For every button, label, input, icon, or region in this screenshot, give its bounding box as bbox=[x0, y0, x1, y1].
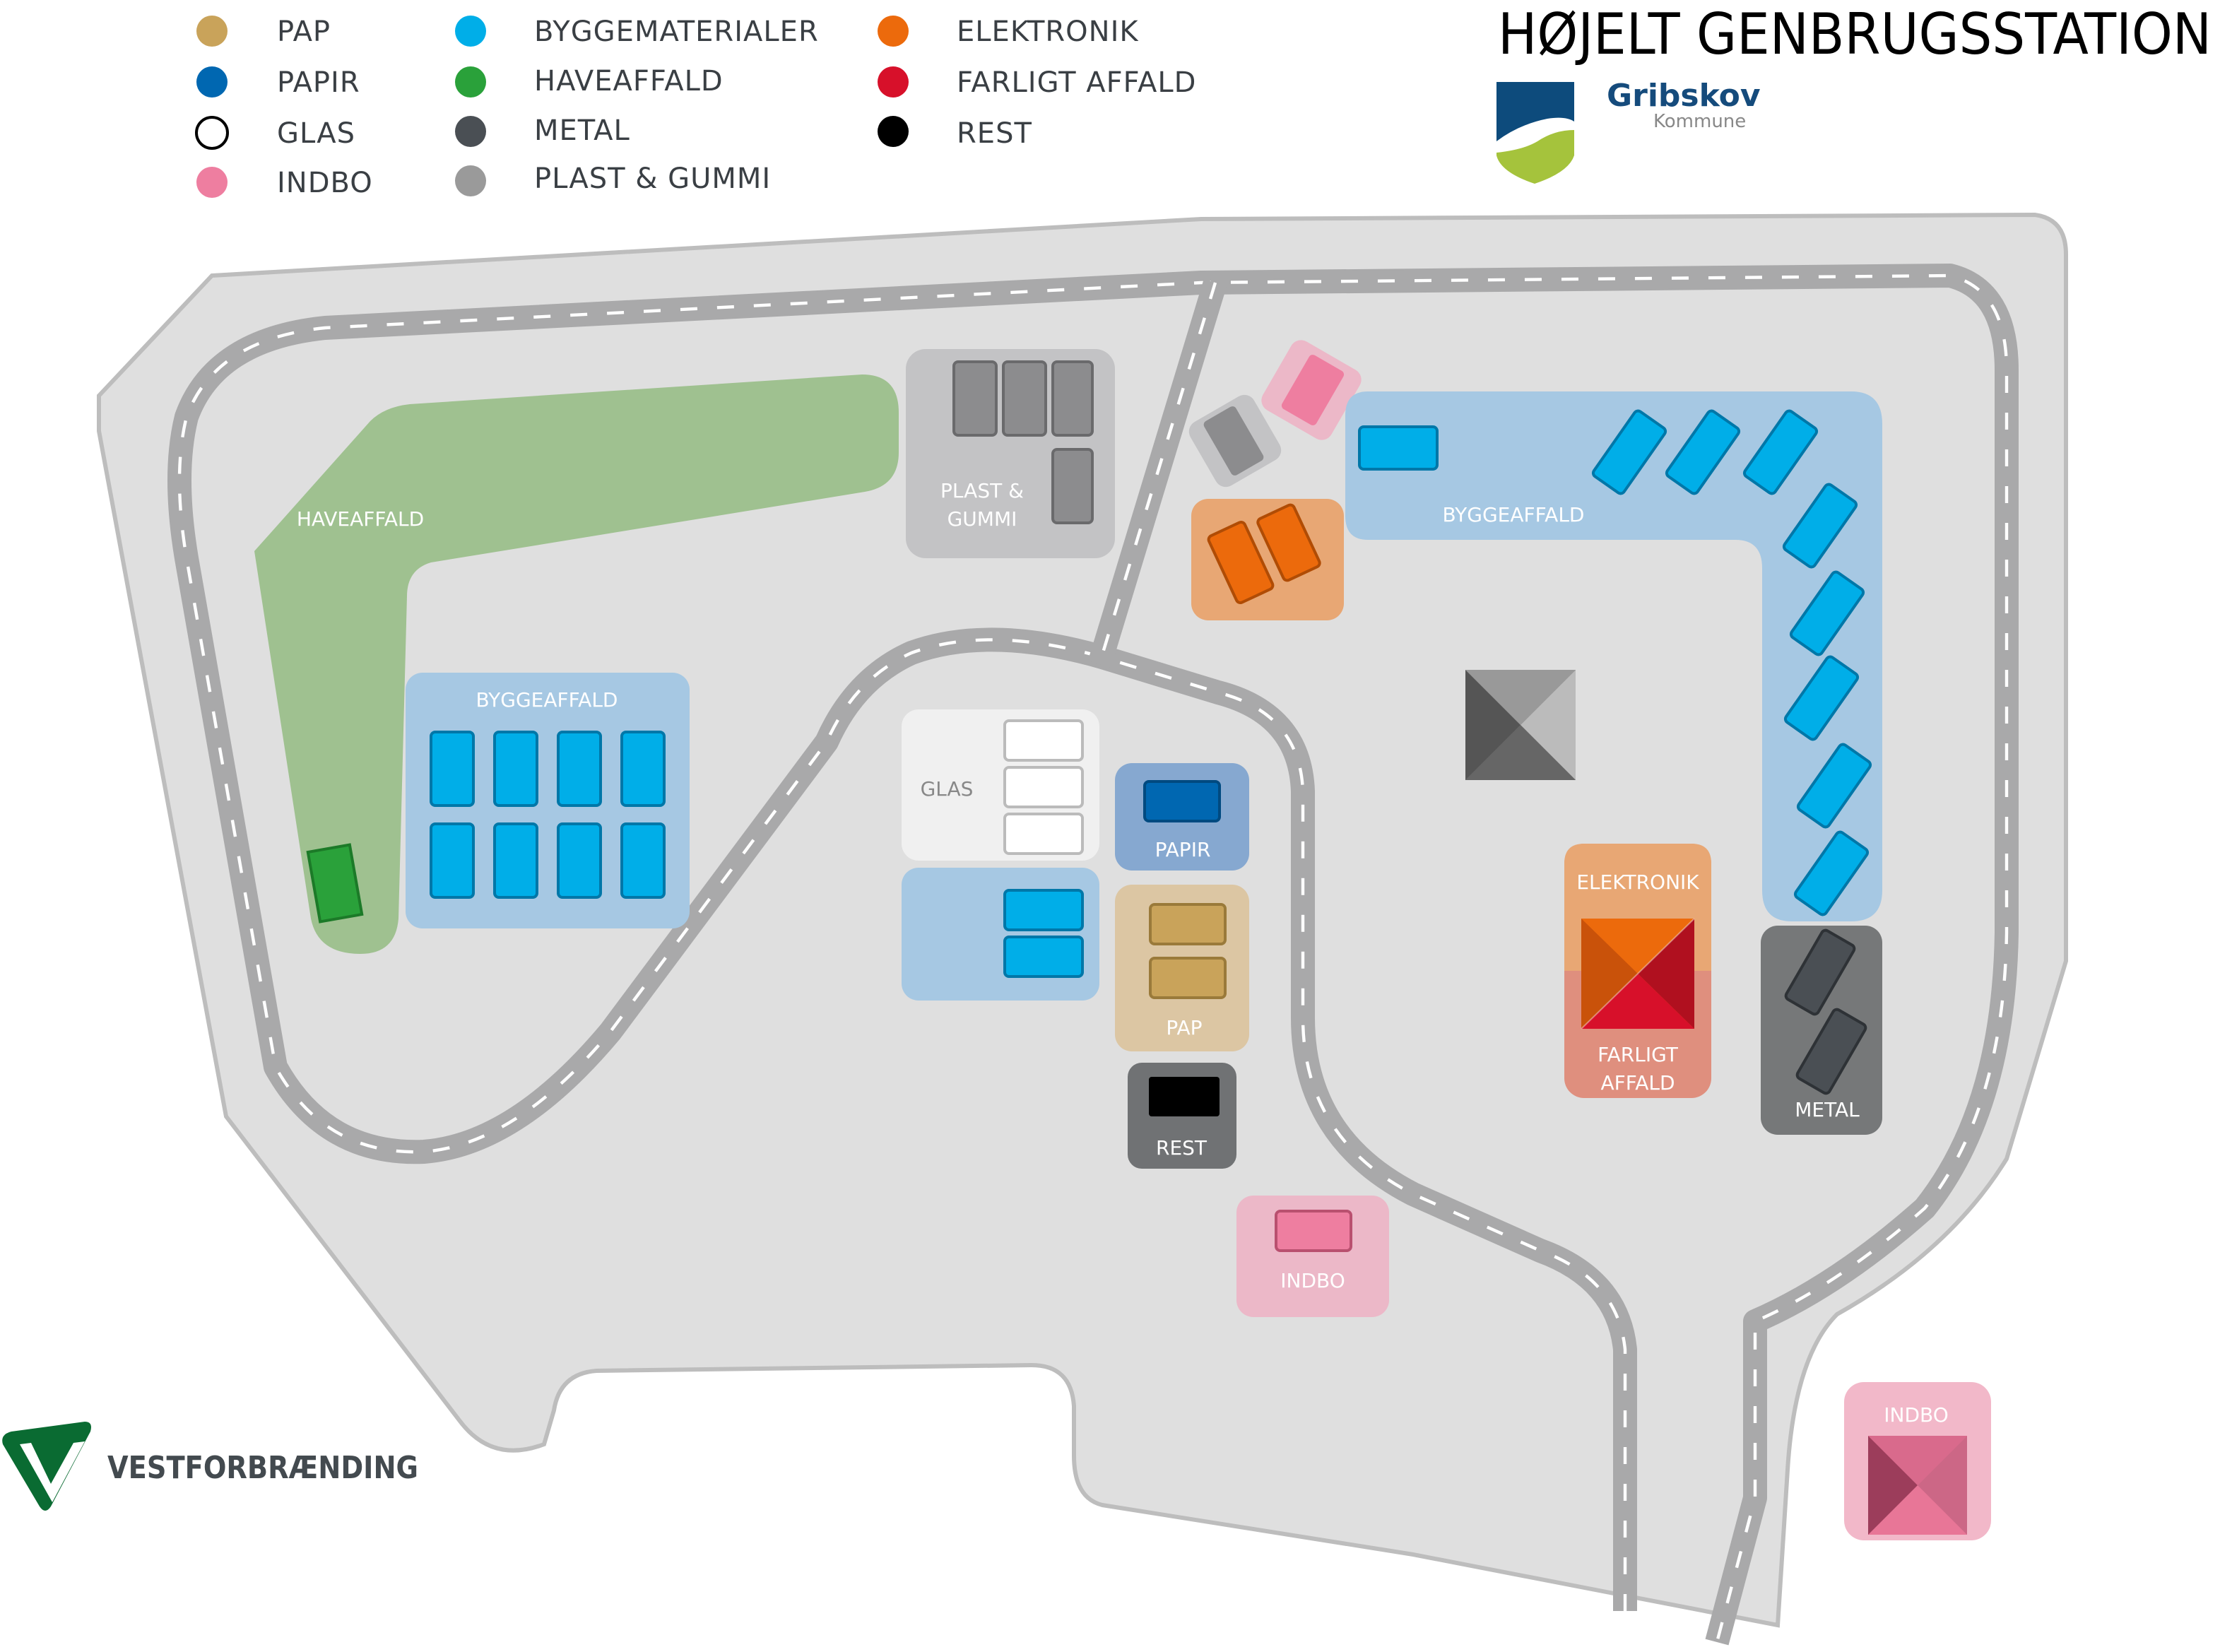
municipality-name: Gribskov bbox=[1607, 78, 1761, 114]
zone-label: PLAST & bbox=[940, 479, 1024, 502]
zone-label: INDBO bbox=[1884, 1403, 1949, 1427]
zone-glas[interactable]: GLAS bbox=[902, 709, 1099, 861]
zone-metal[interactable]: METAL bbox=[1761, 926, 1882, 1135]
roads bbox=[167, 264, 2019, 1646]
zone-elektronik-farligt[interactable]: ELEKTRONIK FARLIGT AFFALD bbox=[1564, 844, 1711, 1098]
zone-rest[interactable]: REST bbox=[1128, 1063, 1236, 1169]
zone-papir[interactable]: PAPIR bbox=[1115, 763, 1249, 871]
building-hazard-icon bbox=[1581, 918, 1695, 1029]
zone-label: ELEKTRONIK bbox=[1576, 871, 1699, 894]
page-title: HØJELT GENBRUGSSTATION bbox=[1498, 1, 2212, 67]
legend-label: PAPIR bbox=[277, 66, 360, 99]
zone-label: INDBO bbox=[1280, 1269, 1345, 1292]
small-pad-plast bbox=[1188, 394, 1282, 488]
legend-label: HAVEAFFALD bbox=[534, 65, 724, 98]
legend-label: INDBO bbox=[277, 167, 373, 199]
container-icon bbox=[306, 843, 364, 924]
zone-plast-gummi[interactable]: PLAST & GUMMI bbox=[906, 349, 1115, 558]
zone-elektronik-small[interactable] bbox=[1191, 499, 1344, 620]
legend-label: FARLIGT AFFALD bbox=[957, 66, 1196, 99]
legend-dot-indbo bbox=[196, 167, 228, 198]
zone-label: GUMMI bbox=[947, 507, 1017, 531]
legend-dot-glas bbox=[195, 116, 229, 150]
zone-blue-pad[interactable] bbox=[902, 868, 1099, 1001]
zone-label: AFFALD bbox=[1600, 1071, 1675, 1095]
container-group bbox=[430, 731, 666, 899]
legend-dot-pap bbox=[196, 16, 228, 47]
legend-label: METAL bbox=[534, 114, 630, 147]
legend-dot-elektronik bbox=[878, 16, 909, 47]
legend-dot-plast bbox=[455, 165, 486, 196]
legend-dot-papir bbox=[196, 66, 228, 98]
vestforbraending-logo: VESTFORBRÆNDING bbox=[2, 1422, 418, 1511]
zone-label: REST bbox=[1156, 1136, 1208, 1160]
legend-label: BYGGEMATERIALER bbox=[534, 16, 819, 48]
zone-label: PAP bbox=[1166, 1016, 1202, 1039]
zone-label: BYGGEAFFALD bbox=[1443, 503, 1585, 526]
zone-label: BYGGEAFFALD bbox=[476, 688, 618, 712]
legend-label: GLAS bbox=[277, 117, 355, 150]
operator-name: VESTFORBRÆNDING bbox=[107, 1450, 418, 1486]
zone-haveaffald[interactable]: HAVEAFFALD bbox=[254, 374, 899, 954]
legend-dot-rest bbox=[878, 116, 909, 147]
legend-label: REST bbox=[957, 117, 1032, 150]
building-grey-icon bbox=[1465, 670, 1576, 780]
zone-label: HAVEAFFALD bbox=[297, 507, 424, 531]
zone-label: METAL bbox=[1795, 1098, 1860, 1121]
gribskov-logo: Gribskov Kommune bbox=[1496, 78, 1761, 184]
zone-byggeaffald-left[interactable]: BYGGEAFFALD bbox=[406, 673, 690, 928]
legend: PAP PAPIR GLAS INDBO BYGGEMATERIALER HAV… bbox=[195, 16, 1196, 199]
legend-dot-metal bbox=[455, 116, 486, 147]
zone-label: GLAS bbox=[921, 777, 974, 801]
small-pad-indbo bbox=[1261, 340, 1362, 440]
legend-dot-haveaffald bbox=[455, 66, 486, 98]
zone-byggeaffald-right[interactable]: BYGGEAFFALD bbox=[1345, 391, 1882, 921]
legend-dot-byggematerialer bbox=[455, 16, 486, 47]
zone-pap[interactable]: PAP bbox=[1115, 885, 1249, 1051]
zone-indbo[interactable]: INDBO bbox=[1236, 1196, 1389, 1317]
zone-label: FARLIGT bbox=[1598, 1043, 1679, 1066]
zone-label: PAPIR bbox=[1155, 838, 1211, 861]
zone-indbo-building[interactable]: INDBO bbox=[1844, 1382, 1991, 1540]
building-indbo-icon bbox=[1868, 1436, 1967, 1535]
legend-dot-farligt bbox=[878, 66, 909, 98]
municipality-sub: Kommune bbox=[1653, 111, 1746, 132]
legend-label: ELEKTRONIK bbox=[957, 16, 1139, 48]
legend-label: PAP bbox=[277, 16, 331, 48]
legend-label: PLAST & GUMMI bbox=[534, 163, 771, 195]
